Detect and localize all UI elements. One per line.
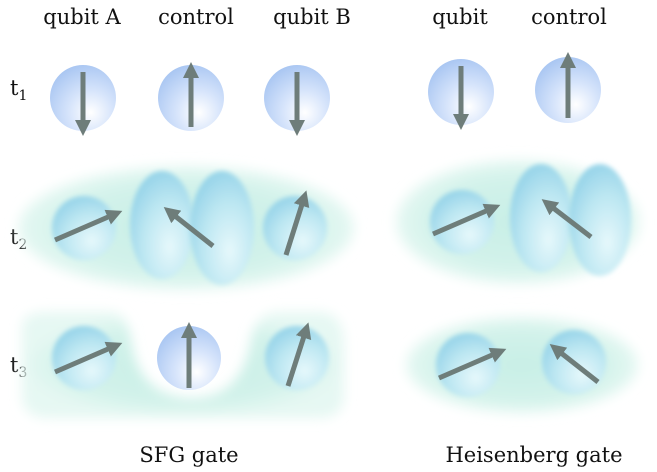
control-spin-arrow-t2 [163, 207, 215, 248]
caption-heisenberg-gate: Heisenberg gate [445, 443, 622, 467]
qubit-b-spin-arrow-t3 [285, 322, 312, 387]
qubit-b-spin-arrow-t2 [283, 190, 310, 256]
row-t2 [18, 160, 640, 290]
caption-sfg-gate: SFG gate [139, 443, 238, 467]
control-lobe-right-t2 [190, 171, 254, 285]
row-label-t1: t1 [10, 76, 27, 104]
control-lobe-left-t2 [130, 171, 194, 279]
row-t1 [50, 51, 601, 137]
col-label-control-sfg: control [158, 5, 234, 29]
heis-control-spin-arrow-t2 [541, 199, 593, 239]
heis-qubit-spin-arrow-t2 [432, 203, 501, 237]
heis-qubit-spin-arrow-t3 [438, 347, 507, 381]
qubit-a-spin-arrow-t2 [54, 209, 123, 243]
row-label-t2: t2 [10, 225, 27, 253]
row-t3 [22, 312, 638, 418]
heis-control-lobe-left-t2 [510, 164, 572, 272]
col-label-qubit-b: qubit B [273, 5, 351, 29]
col-label-qubit-a: qubit A [43, 5, 121, 29]
col-label-control-heis: control [531, 5, 607, 29]
heis-control-lobe-right-t2 [569, 164, 631, 276]
heis-control-spin-arrow-t3 [549, 344, 600, 384]
qubit-a-spin-arrow-t3 [54, 341, 123, 375]
col-label-qubit-heis: qubit [432, 5, 488, 29]
